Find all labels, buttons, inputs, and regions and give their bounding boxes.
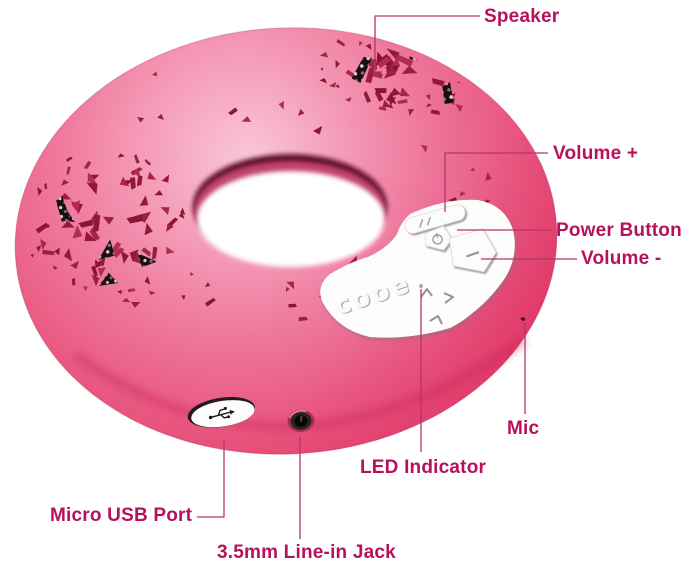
donut-hole <box>193 154 387 267</box>
micro-usb-port <box>187 397 256 428</box>
label-power-button: Power Button <box>556 220 682 241</box>
leader-line-usb <box>197 440 225 518</box>
label-speaker: Speaker <box>484 6 560 27</box>
speaker-grill-holes <box>30 25 548 322</box>
label-led: LED Indicator <box>360 457 487 478</box>
pad-arrow-icons <box>420 288 454 325</box>
line-in-jack-port <box>287 409 315 433</box>
leader-lines <box>197 15 577 539</box>
leader-line-speaker <box>374 15 480 73</box>
led-indicator-dot <box>419 284 423 288</box>
control-pad: cooe <box>320 199 515 338</box>
label-volume-plus: Volume + <box>553 143 639 164</box>
leader-line-volume-plus <box>444 152 548 212</box>
label-line-in-jack: 3.5mm Line-in Jack <box>217 542 396 563</box>
label-volume-minus: Volume - <box>581 248 662 269</box>
power-button <box>424 225 453 251</box>
label-micro-usb: Micro USB Port <box>50 505 193 526</box>
volume-plus-icon <box>419 216 432 228</box>
volume-minus-icon <box>465 251 480 258</box>
volume-plus-button <box>404 204 466 234</box>
power-icon-stem <box>435 232 438 238</box>
mic-hole <box>520 317 526 321</box>
usb-icon <box>211 408 231 419</box>
label-mic: Mic <box>507 418 540 439</box>
